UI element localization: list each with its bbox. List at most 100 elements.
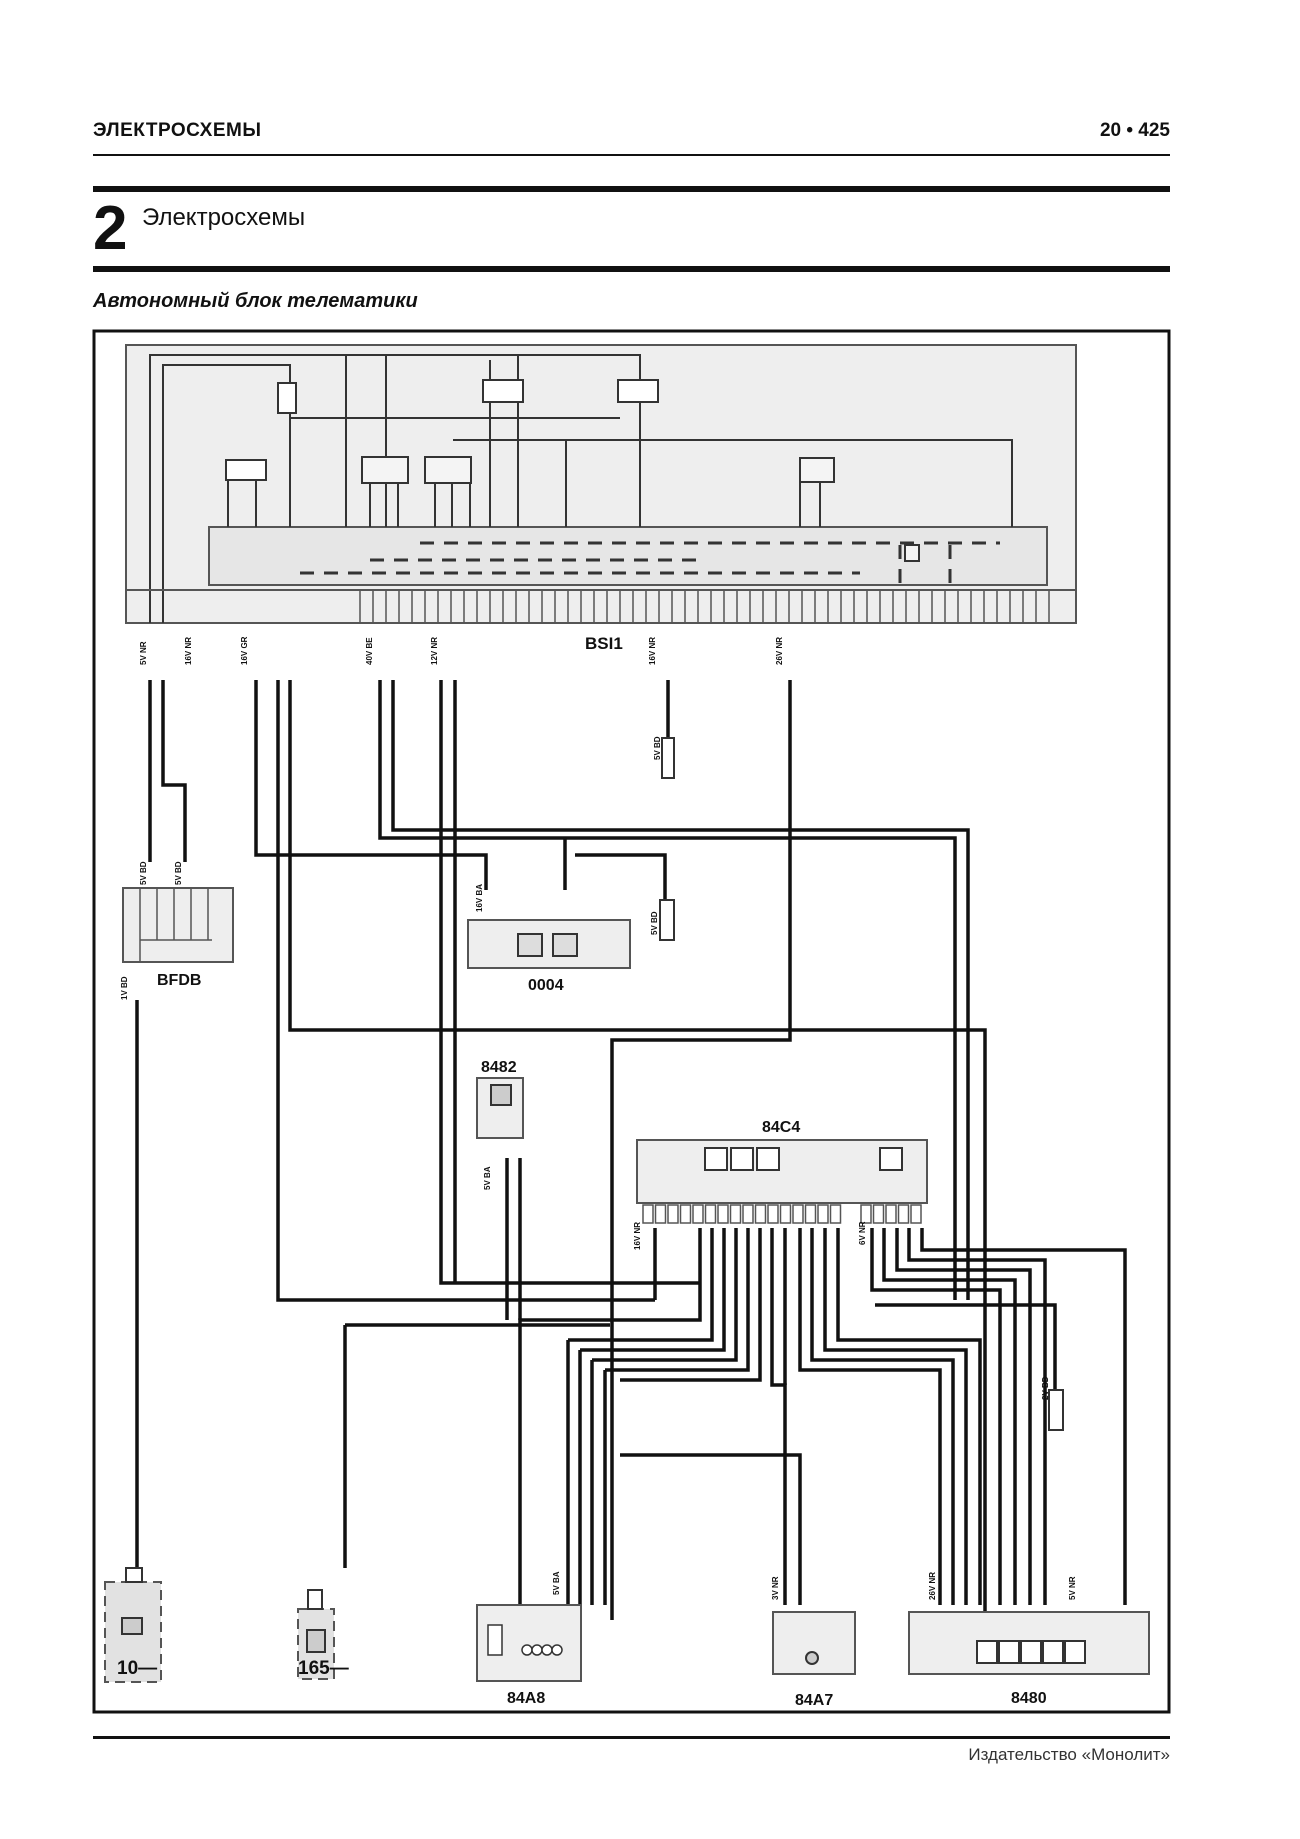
84c4-pins xyxy=(642,1204,922,1224)
box-10 xyxy=(104,1581,162,1683)
connector-pin xyxy=(692,1204,704,1224)
signal-icon xyxy=(730,1147,754,1171)
conn-bfdb-in2: 5V BD xyxy=(174,861,183,885)
section-title: Автономный блок телематики xyxy=(93,290,418,312)
conn-bsi-c2: 16V NR xyxy=(184,637,193,665)
sensor-connector xyxy=(659,899,675,941)
box-84c4 xyxy=(636,1139,928,1204)
navigation-icon xyxy=(1020,1640,1042,1664)
connector-pin xyxy=(742,1204,754,1224)
conn-bsi-c1: 5V NR xyxy=(139,641,148,665)
label-10: 10— xyxy=(117,1658,157,1679)
connector-pin xyxy=(729,1204,742,1224)
connector-pin xyxy=(654,1204,667,1224)
conn-8480-b: 5V NR xyxy=(1068,1576,1077,1600)
sensor-connector xyxy=(661,737,675,779)
conn-top: 5V BD xyxy=(653,736,662,760)
harness-wires xyxy=(135,680,1127,1650)
conn-bsi-c3: 16V GR xyxy=(240,636,249,665)
connector-pin xyxy=(897,1204,910,1224)
connector-pin xyxy=(704,1204,717,1224)
music-icon xyxy=(998,1640,1020,1664)
header-rule xyxy=(93,154,1170,156)
airbag-icon xyxy=(306,1629,326,1653)
connector-pin xyxy=(804,1204,817,1224)
bfdb-box xyxy=(122,887,234,963)
gps-icon xyxy=(517,933,543,957)
connector-pin xyxy=(792,1204,804,1224)
relay-icon xyxy=(617,379,659,403)
running-head: ЭЛЕКТРОСХЕМЫ xyxy=(93,120,262,141)
bsi-dashed-links xyxy=(300,541,1000,585)
diagram-frame xyxy=(92,329,1171,1714)
conn-side: 2V BD xyxy=(1041,1376,1050,1400)
fan-icon xyxy=(1042,1640,1064,1664)
page-number: 20 • 425 xyxy=(1099,120,1170,141)
bsi-pin-row xyxy=(359,590,1050,623)
chapter-rule-top xyxy=(93,186,1170,192)
bfdb-fuses xyxy=(139,888,212,962)
chapter-number: 2 xyxy=(93,194,128,263)
label-0004: 0004 xyxy=(528,977,564,994)
sensor-icon xyxy=(361,456,409,484)
84a8-buttons xyxy=(487,1624,563,1656)
sensor-connector xyxy=(1048,1389,1064,1431)
conn-bfdb-out: 1V BD xyxy=(120,976,129,1000)
bsi-sensors xyxy=(361,456,920,562)
connector-pin xyxy=(667,1204,679,1224)
label-84c4: 84C4 xyxy=(762,1119,800,1136)
label-bfdb: BFDB xyxy=(157,972,201,989)
box-0004 xyxy=(467,919,631,969)
connector-pin xyxy=(679,1204,692,1224)
conn-bsi-c7: 26V NR xyxy=(775,637,784,665)
conn-0004-b: 5V BD xyxy=(650,911,659,935)
connector-pin xyxy=(767,1204,779,1224)
connector-pin xyxy=(829,1204,842,1224)
sensor-icon xyxy=(424,456,472,484)
connector-pin xyxy=(642,1204,654,1224)
conn-bsi-c4: 40V BE xyxy=(365,637,374,665)
antenna-icon xyxy=(756,1147,780,1171)
conn-8480-a: 26V NR xyxy=(928,1572,937,1600)
connector-pin xyxy=(885,1204,897,1224)
phone-icon xyxy=(552,933,578,957)
connector-pin xyxy=(717,1204,729,1224)
relay-icon xyxy=(482,379,524,403)
network-icon xyxy=(879,1147,903,1171)
microphone-icon xyxy=(490,1084,512,1106)
connector-pin xyxy=(754,1204,767,1224)
label-8482: 8482 xyxy=(481,1059,517,1076)
chapter-rule-bottom xyxy=(93,266,1170,272)
bsi-inner-module xyxy=(208,526,1048,586)
conn-84a7: 3V NR xyxy=(771,1576,780,1600)
conn-bfdb-in1: 5V BD xyxy=(139,861,148,885)
module-icon xyxy=(704,1147,728,1171)
publisher-footer: Издательство «Монолит» xyxy=(968,1745,1170,1764)
bsi-relays xyxy=(225,379,659,481)
button-icon xyxy=(805,1651,819,1665)
connector-pin xyxy=(779,1204,792,1224)
conn-84c4-b: 6V NR xyxy=(858,1221,867,1245)
8480-icons xyxy=(976,1640,1086,1664)
label-84a7: 84A7 xyxy=(795,1692,833,1709)
chapter-title: Электросхемы xyxy=(142,204,306,231)
connector-pin xyxy=(817,1204,829,1224)
display-icon xyxy=(976,1640,998,1664)
relay-icon xyxy=(225,459,267,481)
label-84a8: 84A8 xyxy=(507,1690,545,1707)
connector-pin xyxy=(910,1204,922,1224)
ac-icon xyxy=(1064,1640,1086,1664)
label-bsi1: BSI1 xyxy=(585,634,623,653)
conn-0004-a: 16V BA xyxy=(475,884,484,912)
label-165: 165— xyxy=(298,1658,349,1679)
sensor-icon xyxy=(799,457,835,483)
module-icon xyxy=(904,544,920,562)
label-8480: 8480 xyxy=(1011,1690,1047,1707)
connector-pin xyxy=(860,1204,872,1224)
conn-bsi-c5: 12V NR xyxy=(430,637,439,665)
conn-8482: 5V BA xyxy=(483,1166,492,1190)
relay-icon xyxy=(277,382,297,414)
conn-bsi-c6: 16V NR xyxy=(648,637,657,665)
conn-84a8: 5V BA xyxy=(552,1571,561,1595)
